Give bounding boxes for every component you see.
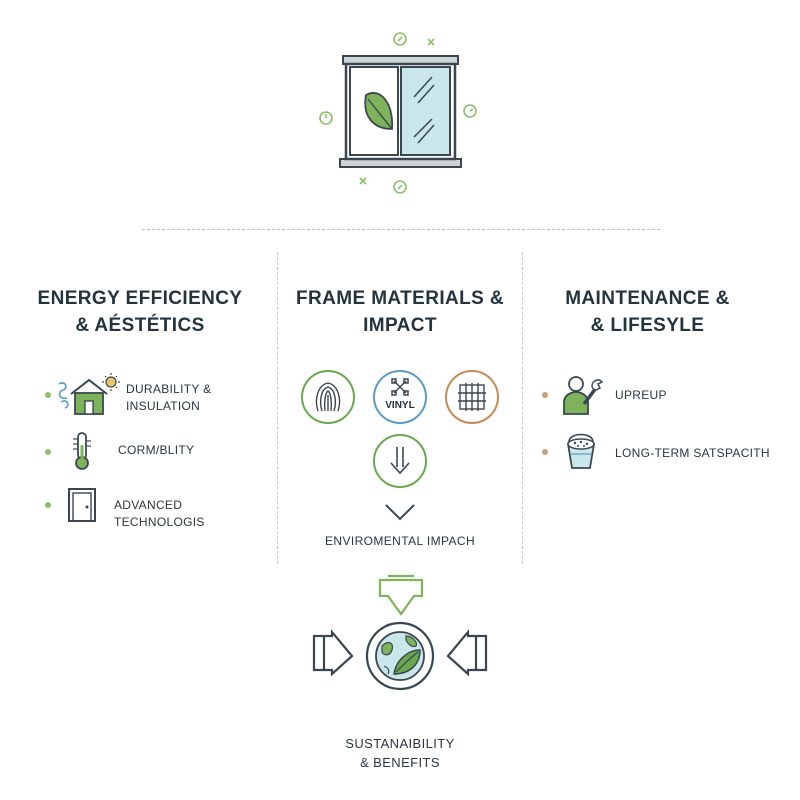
bullet [542,392,548,398]
worker-wrench-icon [560,374,604,416]
globe-leaf-icon [365,621,435,691]
upkeep-label: UPREUP [615,388,667,402]
down-block-arrow-icon [378,574,424,616]
environmental-impact-label: ENVIROMENTAL IMPACH [324,534,476,548]
frame-materials-heading: FRAME MATERIALS & IMPACT [295,288,505,336]
sparkle-marks [319,32,477,194]
wood-grain-icon [300,369,356,425]
bucket-sponge-icon [563,428,599,472]
window-illustration [310,25,490,200]
door-icon [66,487,98,523]
left-block-arrow-icon [446,628,488,677]
durability-insulation-label: DURABILITY & INSULATION [126,382,212,413]
sustainability-benefits-label: SUSTANAIBILITY & BENEFITS [345,736,455,770]
aluminum-grid-icon [444,369,500,425]
vinyl-icon [391,378,409,396]
horizontal-divider [142,229,660,230]
vinyl-label: VINYL [385,400,415,411]
long-term-satisfaction-label: LONG-TERM SATSPACITH [615,446,770,460]
advanced-technologies-label: ADVANCED TECHNOLOGIS [114,498,205,529]
bullet [45,502,51,508]
vertical-divider-left [277,252,278,564]
bullet [45,392,51,398]
right-block-arrow-icon [312,628,354,677]
house-sun-icon [55,372,123,418]
sustainability-diagram [300,570,500,700]
leaf-icon [364,92,393,130]
thermometer-icon [70,431,94,471]
chevron-down-icon [384,503,416,521]
comfortability-label: CORM/BLITY [118,443,195,457]
vertical-divider-right [522,252,523,564]
bullet [45,449,51,455]
vinyl-material-circle [372,369,428,425]
down-arrow-icon [372,433,428,489]
energy-efficiency-heading: ENERGY EFFICIENCY & AÉSTÉTICS [37,288,243,336]
maintenance-lifestyle-heading: MAINTENANCE & & LIFESYLE [565,288,730,336]
bullet [542,449,548,455]
